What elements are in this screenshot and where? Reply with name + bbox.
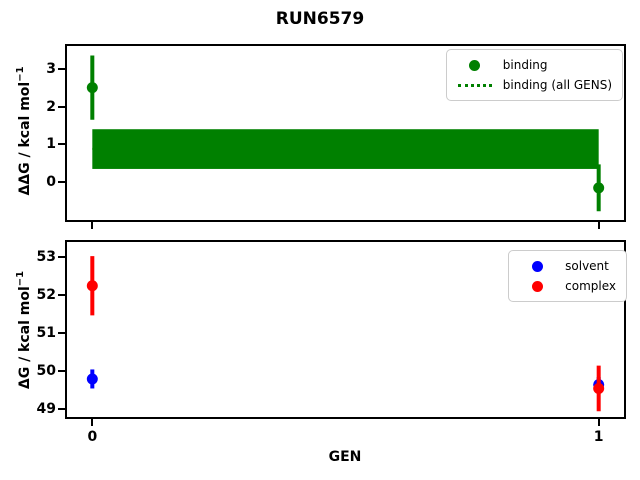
top-subplot-canvas: [86, 55, 605, 212]
figure-title: RUN6579: [275, 9, 365, 29]
bottom-legend: solvent complex: [508, 250, 627, 302]
y-tick-label: 2: [46, 98, 56, 115]
bottom-y-axis-label-sup: −1: [15, 270, 27, 287]
solvent-marker-icon: [531, 260, 543, 272]
legend-swatch-col: [519, 260, 555, 272]
bottom-subplot-canvas: [86, 256, 605, 412]
y-tick-label: 52: [36, 287, 56, 304]
x-axis-label: GEN: [328, 449, 362, 465]
legend-swatch-col: [519, 280, 555, 292]
x-tick-mark: [597, 419, 600, 426]
data-point-binding: [86, 82, 98, 94]
data-point-solvent: [86, 373, 98, 385]
x-tick-mark: [91, 419, 94, 426]
legend-label-complex: complex: [565, 279, 616, 293]
y-tick-mark: [58, 256, 65, 259]
x-tick-label: 0: [87, 429, 98, 445]
y-tick-label: 49: [36, 401, 56, 418]
x-tick-label: 1: [593, 429, 604, 445]
legend-swatch-col: [457, 59, 493, 71]
y-tick-label: 0: [46, 174, 56, 191]
legend-item-binding-all-gens: binding (all GENS): [457, 75, 612, 95]
y-tick-label: 3: [46, 60, 56, 77]
legend-label-binding-all-gens: binding (all GENS): [502, 78, 612, 92]
binding-all-gens-line-icon: [457, 83, 492, 87]
binding-marker-icon: [469, 59, 481, 71]
legend-label-binding: binding: [502, 58, 548, 72]
legend-item-solvent: solvent: [519, 256, 616, 276]
x-tick-mark: [91, 222, 94, 229]
y-tick-mark: [58, 143, 65, 146]
y-tick-mark: [58, 67, 65, 70]
y-tick-mark: [58, 105, 65, 108]
legend-item-complex: complex: [519, 276, 616, 296]
legend-item-binding: binding: [457, 55, 612, 75]
y-tick-label: 53: [36, 249, 56, 266]
legend-swatch-col: [457, 83, 493, 87]
y-tick-label: 50: [36, 363, 56, 380]
y-tick-mark: [58, 181, 65, 184]
y-tick-mark: [58, 408, 65, 411]
data-point-binding: [593, 182, 605, 194]
y-tick-label: 51: [36, 325, 56, 342]
y-tick-mark: [58, 370, 65, 373]
y-tick-mark: [58, 332, 65, 335]
legend-label-solvent: solvent: [565, 259, 609, 273]
complex-marker-icon: [531, 280, 543, 292]
data-point-complex: [86, 280, 98, 292]
top-legend: binding binding (all GENS): [445, 49, 623, 101]
x-tick-mark: [597, 222, 600, 229]
y-tick-label: 1: [46, 136, 56, 153]
y-tick-mark: [58, 294, 65, 297]
data-point-complex: [593, 382, 605, 394]
